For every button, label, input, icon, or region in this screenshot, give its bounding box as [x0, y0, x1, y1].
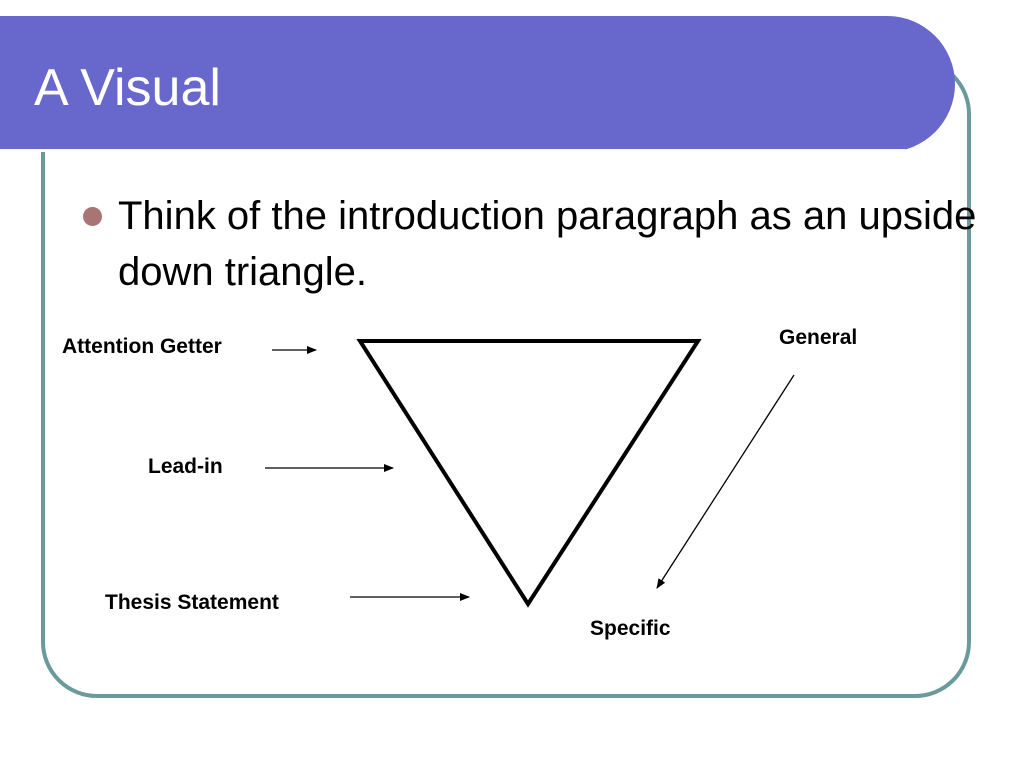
slide-title: A Visual	[34, 59, 221, 117]
bullet-dot-icon	[83, 207, 102, 226]
title-underline	[0, 149, 905, 152]
bullet-text: Think of the introduction paragraph as a…	[118, 194, 977, 294]
general-label: General	[779, 326, 858, 349]
lead-in-label: Lead-in	[148, 455, 223, 478]
slide-frame	[41, 58, 971, 698]
thesis-statement-label: Thesis Statement	[105, 591, 279, 614]
attention-getter-label: Attention Getter	[62, 335, 222, 358]
specific-label: Specific	[590, 617, 671, 640]
title-band: A Visual	[0, 16, 955, 152]
general-to-specific-arrow	[656, 374, 795, 589]
inverted-triangle	[356, 339, 702, 608]
